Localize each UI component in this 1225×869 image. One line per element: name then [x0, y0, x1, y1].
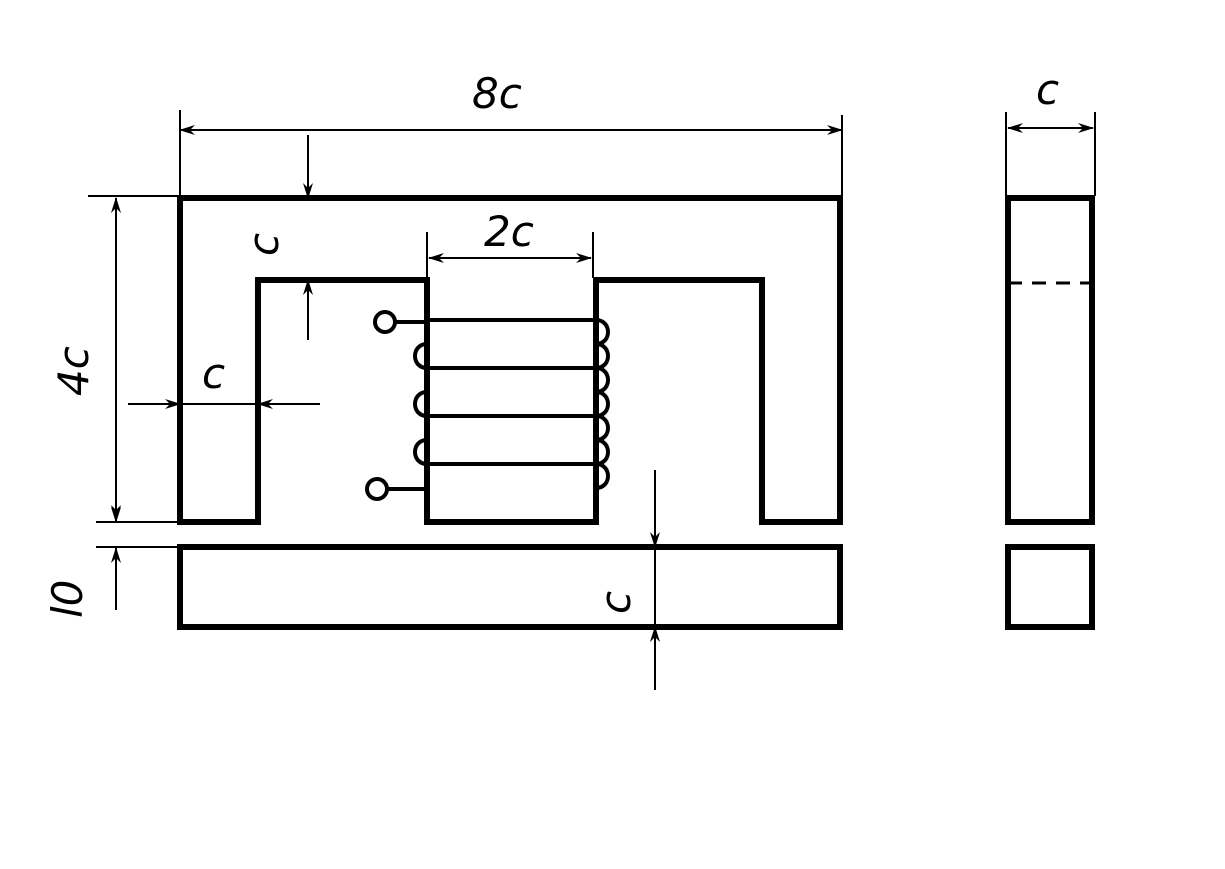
dim-side-depth: [1005, 112, 1096, 196]
label-limb-width: c: [202, 349, 225, 398]
label-coil-width: 2c: [484, 207, 534, 256]
terminal-bottom: [365, 477, 389, 501]
label-bar-thickness: c: [591, 591, 640, 614]
label-yoke-thickness: c: [239, 233, 288, 256]
side-view-armature: [1005, 544, 1095, 630]
u-core-outline: [177, 195, 843, 525]
dim-window-height: [88, 195, 178, 523]
dim-air-gap: [96, 480, 178, 610]
armature-bar: [177, 544, 843, 630]
side-view-core: [1005, 195, 1095, 525]
label-air-gap: l0: [43, 580, 92, 618]
dim-overall-width: [179, 110, 843, 196]
coil-winding: [365, 310, 610, 501]
label-side-depth: c: [1036, 65, 1059, 114]
terminal-top: [373, 310, 397, 334]
dim-coil-width: [426, 232, 594, 278]
label-overall-width: 8c: [472, 69, 522, 118]
label-window-height: 4c: [49, 346, 98, 396]
